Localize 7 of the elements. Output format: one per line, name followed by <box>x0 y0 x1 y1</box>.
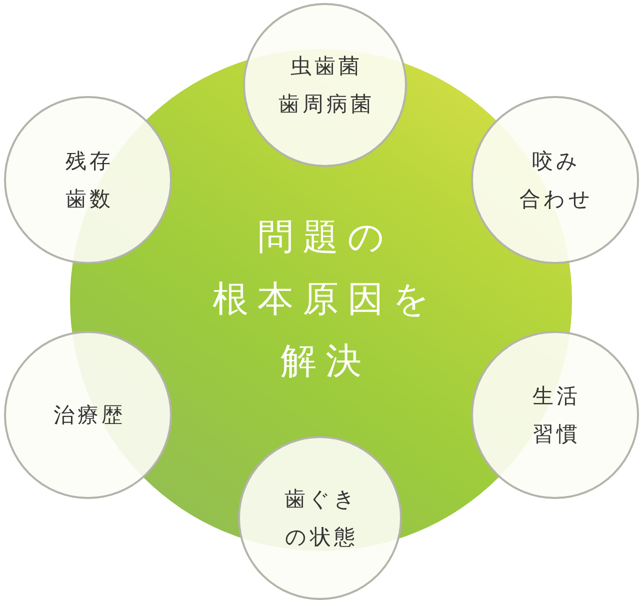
factor-label: 治療歴 <box>54 403 126 427</box>
factor-label: 歯ぐきの状態 <box>284 487 358 549</box>
factor-label: 残存歯数 <box>66 149 114 211</box>
factor-label: 生活習慣 <box>532 384 580 446</box>
main-heading: 問題の根本原因を解決 <box>212 217 438 382</box>
factor-label: 咬み合わせ <box>520 149 594 211</box>
factor-label: 虫歯菌歯周病菌 <box>278 54 374 116</box>
